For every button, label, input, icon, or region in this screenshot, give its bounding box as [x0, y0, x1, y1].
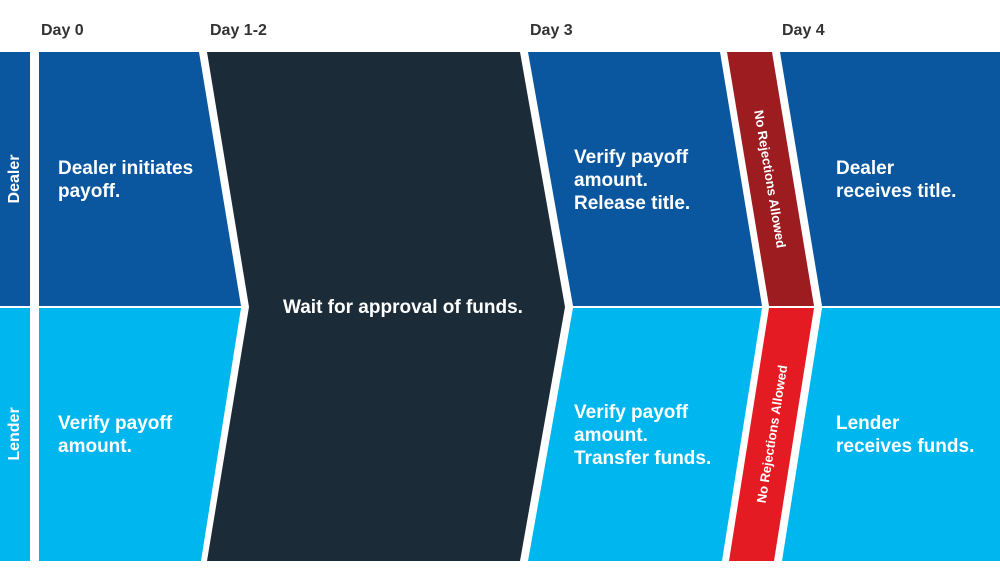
day-0-label: Day 0 — [41, 22, 84, 39]
dealer-day0-text: Dealer initiates payoff. — [58, 158, 194, 202]
lender-day0-text: Verify payoff amount. — [58, 413, 173, 457]
dealer-day4-cell — [780, 52, 1000, 306]
dealer-lane-strip — [0, 52, 30, 306]
dealer-lane-label: Dealer — [6, 154, 23, 204]
day-3-label: Day 3 — [530, 22, 573, 39]
wait-chevron — [207, 52, 565, 561]
dealer-day0-cell — [39, 52, 241, 306]
lender-lane-strip — [0, 308, 30, 561]
lender-day0-cell — [39, 308, 241, 561]
dealer-day4-text: Dealer receives title. — [836, 158, 957, 202]
day-4-label: Day 4 — [782, 22, 825, 39]
no-rejections-banner-bottom — [729, 308, 814, 561]
lender-day3-cell — [528, 308, 762, 561]
day-1-2-label: Day 1-2 — [210, 22, 267, 39]
dealer-day3-text: Verify payoff amount. Release title. — [574, 147, 691, 214]
dealer-day3-cell — [528, 52, 762, 306]
lender-day4-cell — [782, 308, 1000, 561]
lender-day3-text: Verify payoff amount. Transfer funds. — [574, 402, 712, 469]
lender-day4-text: Lender receives funds. — [836, 413, 975, 457]
no-rejections-banner-top — [727, 52, 814, 306]
lender-lane-label: Lender — [6, 407, 23, 461]
wait-text: Wait for approval of funds. — [283, 297, 523, 318]
